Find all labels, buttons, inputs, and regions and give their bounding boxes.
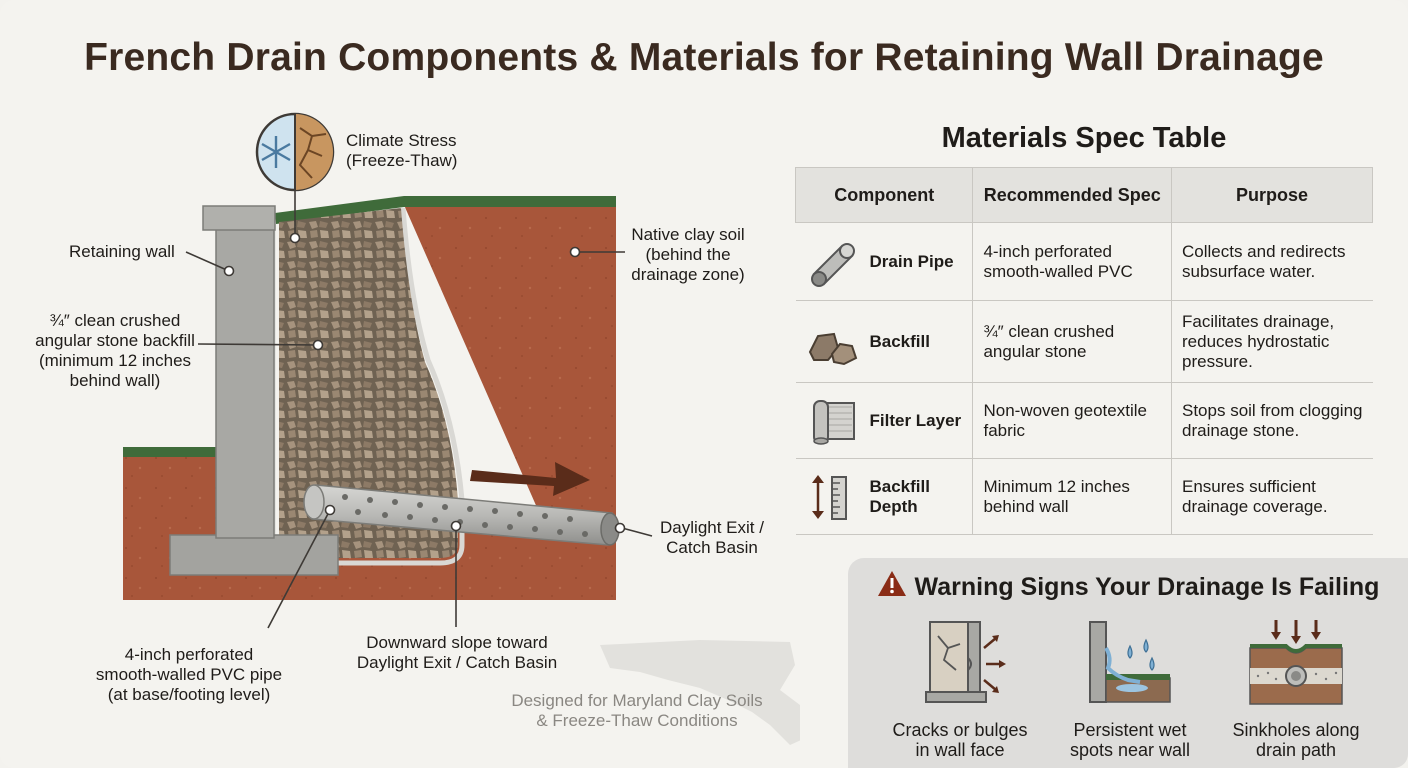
cracked-wall-icon xyxy=(910,618,1010,708)
perforated-pipe xyxy=(303,484,620,546)
spec-cell: Minimum 12 inches behind wall xyxy=(972,458,1172,535)
warning-item-cracks: Cracks or bulges in wall face xyxy=(870,618,1050,760)
warning-triangle-icon xyxy=(877,570,907,604)
retaining-wall-stem xyxy=(215,227,275,539)
grass-surface xyxy=(275,196,616,224)
purpose-cell: Facilitates drainage, reduces hydrostati… xyxy=(1171,300,1373,383)
retaining-wall-label: Retaining wall xyxy=(69,242,175,261)
spec-cell: ¾″ clean crushed angular stone xyxy=(972,300,1172,383)
warning-title: Warning Signs Your Drainage Is Failing xyxy=(914,572,1380,601)
fabric-roll-icon xyxy=(804,393,860,449)
stone-icon xyxy=(804,314,860,370)
slope-label: Downward slope toward Daylight Exit / Ca… xyxy=(356,633,558,672)
purpose-cell: Collects and redirects subsurface water. xyxy=(1171,222,1373,301)
warning-panel: Warning Signs Your Drainage Is Failing C… xyxy=(848,558,1408,768)
table-row: Backfill ¾″ clean crushed angular stone … xyxy=(795,300,1373,383)
table-row: Filter Layer Non-woven geotextile fabric… xyxy=(795,382,1373,459)
designed-for-note: Designed for Maryland Clay Soils & Freez… xyxy=(511,691,763,730)
climate-stress-icon xyxy=(255,112,335,244)
materials-spec-table: Component Recommended Spec Purpose Drain… xyxy=(794,167,1373,535)
component-name: Backfill Depth xyxy=(869,476,930,516)
daylight-exit-label: Daylight Exit / Catch Basin xyxy=(660,518,764,557)
backfill-label: ¾″ clean crushed angular stone backfill … xyxy=(35,311,195,390)
gravel-backfill xyxy=(279,208,458,558)
pipe-icon xyxy=(804,234,860,290)
native-soil-label: Native clay soil (behind the drainage zo… xyxy=(631,225,745,284)
warning-item-sinkholes: Sinkholes along drain path xyxy=(1206,618,1386,760)
climate-stress-label: Climate Stress (Freeze-Thaw) xyxy=(346,131,458,170)
spec-cell: Non-woven geotextile fabric xyxy=(972,382,1172,459)
component-name: Filter Layer xyxy=(869,410,962,430)
flow-direction-arrow xyxy=(470,462,590,496)
pipe-label: 4-inch perforated smooth-walled PVC pipe… xyxy=(95,645,283,704)
spec-cell: 4-inch perforated smooth-walled PVC xyxy=(972,222,1172,301)
header-spec: Recommended Spec xyxy=(972,167,1172,223)
warning-item-wet-spots: Persistent wet spots near wall xyxy=(1040,618,1220,760)
depth-ruler-icon xyxy=(804,469,860,525)
header-component: Component xyxy=(794,167,974,223)
wall-cap xyxy=(202,205,276,231)
purpose-cell: Stops soil from clogging drainage stone. xyxy=(1171,382,1373,459)
wall-footing xyxy=(169,534,339,576)
warning-caption: Persistent wet spots near wall xyxy=(1069,720,1191,760)
warning-title-row: Warning Signs Your Drainage Is Failing xyxy=(848,570,1408,604)
sinkhole-icon xyxy=(1246,618,1346,708)
component-name: Drain Pipe xyxy=(869,251,954,271)
native-clay-soil xyxy=(123,205,616,600)
page-title: French Drain Components & Materials for … xyxy=(84,36,1324,79)
spec-table-title: Materials Spec Table xyxy=(941,122,1227,154)
wet-spots-icon xyxy=(1080,618,1180,708)
component-name: Backfill xyxy=(869,331,930,351)
maryland-map-silhouette xyxy=(600,640,800,745)
warning-caption: Cracks or bulges in wall face xyxy=(892,720,1028,760)
purpose-cell: Ensures sufficient drainage coverage. xyxy=(1171,458,1373,535)
warning-caption: Sinkholes along drain path xyxy=(1232,720,1360,760)
table-row: Drain Pipe 4-inch perforated smooth-wall… xyxy=(795,222,1373,301)
table-row: Backfill Depth Minimum 12 inches behind … xyxy=(795,458,1373,535)
cross-section-diagram xyxy=(123,112,800,745)
header-purpose: Purpose xyxy=(1171,167,1373,223)
